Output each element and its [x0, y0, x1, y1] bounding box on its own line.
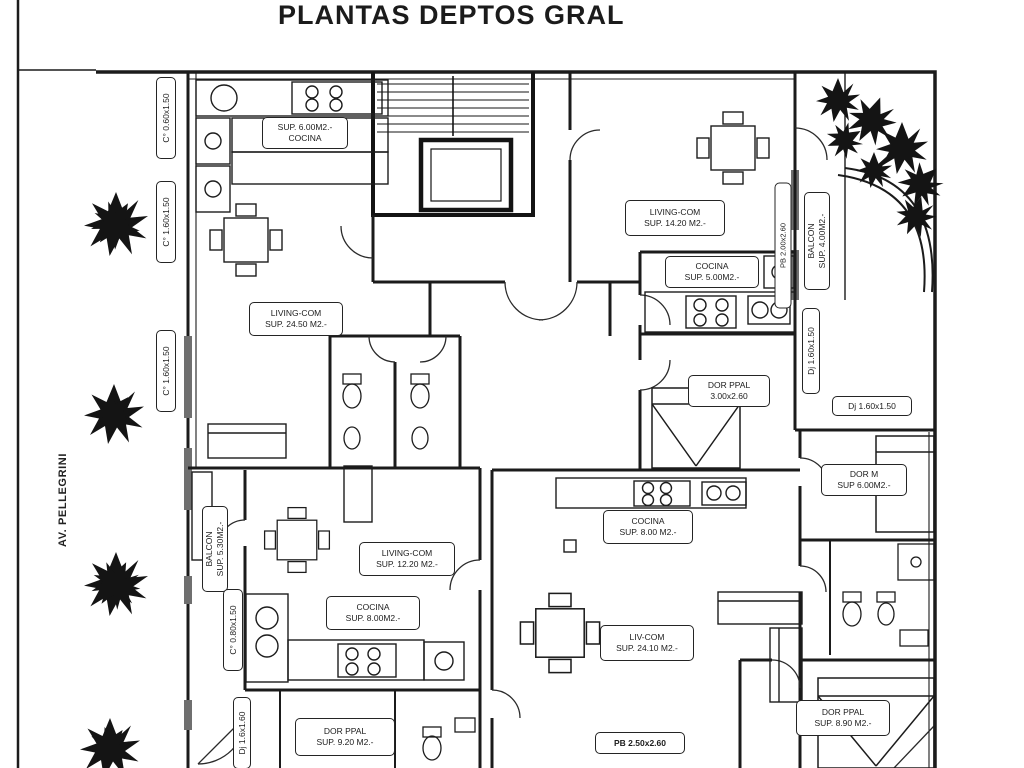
- room-label-line: BALCON: [204, 531, 215, 567]
- room-label-line: SUP. 8.00 M2.-: [619, 527, 677, 537]
- door-label-dj-right-horizontal: Dj 1.60x1.50: [832, 396, 912, 416]
- window-label-sw: C° 0.80x1.50: [223, 589, 243, 671]
- window-label-text: C° 1.60x1.50: [160, 346, 171, 396]
- room-label-living-nw: LIVING-COM SUP. 24.50 M2.-: [249, 302, 343, 336]
- room-label-cocina-sw: COCINA SUP. 8.00M2.-: [326, 596, 420, 630]
- room-label-line: LIVING-COM: [381, 548, 433, 559]
- door-label-pb-ne: PB 2.00x2.60: [774, 182, 792, 309]
- room-label-line: COCINA: [631, 516, 665, 527]
- room-label-cocina-ne: COCINA SUP. 5.00M2.-: [665, 256, 759, 288]
- room-label-dor-ppal-ne: DOR PPAL 3.00x2.60: [688, 375, 770, 407]
- door-label-pb-south: PB 2.50x2.60: [595, 732, 685, 754]
- room-label-line: SUP. 8.90 M2.-: [814, 718, 872, 728]
- room-label-line: SUP. 24.50 M2.-: [265, 319, 327, 329]
- room-label-cocina-center: COCINA SUP. 8.00 M2.-: [603, 510, 693, 544]
- door-label-dj-sw: Dj 1.6x1.60: [233, 697, 251, 768]
- room-label-line: SUP. 9.20 M2.-: [316, 737, 374, 747]
- room-label-line: SUP. 14.20 M2.-: [644, 218, 706, 228]
- window-label-text: C° 0.80x1.50: [227, 605, 238, 655]
- room-label-dor-m: DOR M SUP 6.00M2.-: [821, 464, 907, 496]
- window-label-top-left: C° 0.60x1.50: [156, 77, 176, 159]
- room-label-line: COCINA: [356, 602, 390, 613]
- room-label-line: SUP 6.00M2.-: [837, 480, 891, 490]
- window-label-text: C° 1.60x1.50: [160, 197, 171, 247]
- room-label-line: COCINA: [695, 261, 729, 272]
- room-label-balcon-ne: BALCON SUP. 4.00M2.-: [804, 192, 830, 290]
- room-label-living-center: LIVING-COM SUP. 12.20 M2.-: [359, 542, 455, 576]
- room-label-line: SUP. 4.00M2.-: [817, 213, 827, 269]
- room-label-dor-ppal-south: DOR PPAL SUP. 9.20 M2.-: [295, 718, 395, 756]
- room-label-dor-ppal-se: DOR PPAL SUP. 8.90 M2.-: [796, 700, 890, 736]
- door-label-text: Dj 1.60x1.50: [805, 327, 816, 375]
- room-label-line: LIV-COM: [629, 632, 665, 643]
- room-label-cocina-nw: SUP. 6.00M2.- COCINA: [262, 117, 348, 149]
- room-label-line: DOR PPAL: [821, 707, 865, 718]
- room-label-line: SUP. 8.00M2.-: [345, 613, 401, 623]
- room-label-line: SUP. 5.00M2.-: [684, 272, 740, 282]
- room-label-line: LIVING-COM: [649, 207, 701, 218]
- room-label-line: SUP. 6.00M2.-: [277, 122, 333, 133]
- room-label-line: SUP. 5.30M2.-: [215, 521, 225, 577]
- room-label-line: DOR PPAL: [323, 726, 367, 737]
- door-label-text: PB 2.50x2.60: [614, 737, 666, 748]
- room-label-line: 3.00x2.60: [710, 391, 748, 401]
- room-label-balcon-sw: BALCON SUP. 5.30M2.-: [202, 506, 228, 592]
- room-label-living-ne: LIVING-COM SUP. 14.20 M2.-: [625, 200, 725, 236]
- room-label-line: COCINA: [288, 133, 322, 143]
- door-label-dj-right-vertical: Dj 1.60x1.50: [802, 308, 820, 394]
- room-label-line: DOR M: [849, 469, 879, 480]
- door-label-text: Dj 1.6x1.60: [236, 711, 247, 755]
- room-label-line: DOR PPAL: [707, 380, 751, 391]
- room-label-line: BALCON: [806, 223, 817, 259]
- door-label-text: PB 2.00x2.60: [778, 222, 788, 269]
- room-label-livcom-se: LIV-COM SUP. 24.10 M2.-: [600, 625, 694, 661]
- room-label-line: SUP. 24.10 M2.-: [616, 643, 678, 653]
- door-label-text: Dj 1.60x1.50: [848, 400, 896, 411]
- plan-title: PLANTAS DEPTOS GRAL: [278, 0, 625, 30]
- room-label-line: LIVING-COM: [270, 308, 322, 319]
- window-label-left-2: C° 1.60x1.50: [156, 330, 176, 412]
- room-label-line: SUP. 12.20 M2.-: [376, 559, 438, 569]
- window-label-text: C° 0.60x1.50: [160, 93, 171, 143]
- street-name-label: AV. PELLEGRINI: [57, 453, 69, 547]
- window-label-left-1: C° 1.60x1.50: [156, 181, 176, 263]
